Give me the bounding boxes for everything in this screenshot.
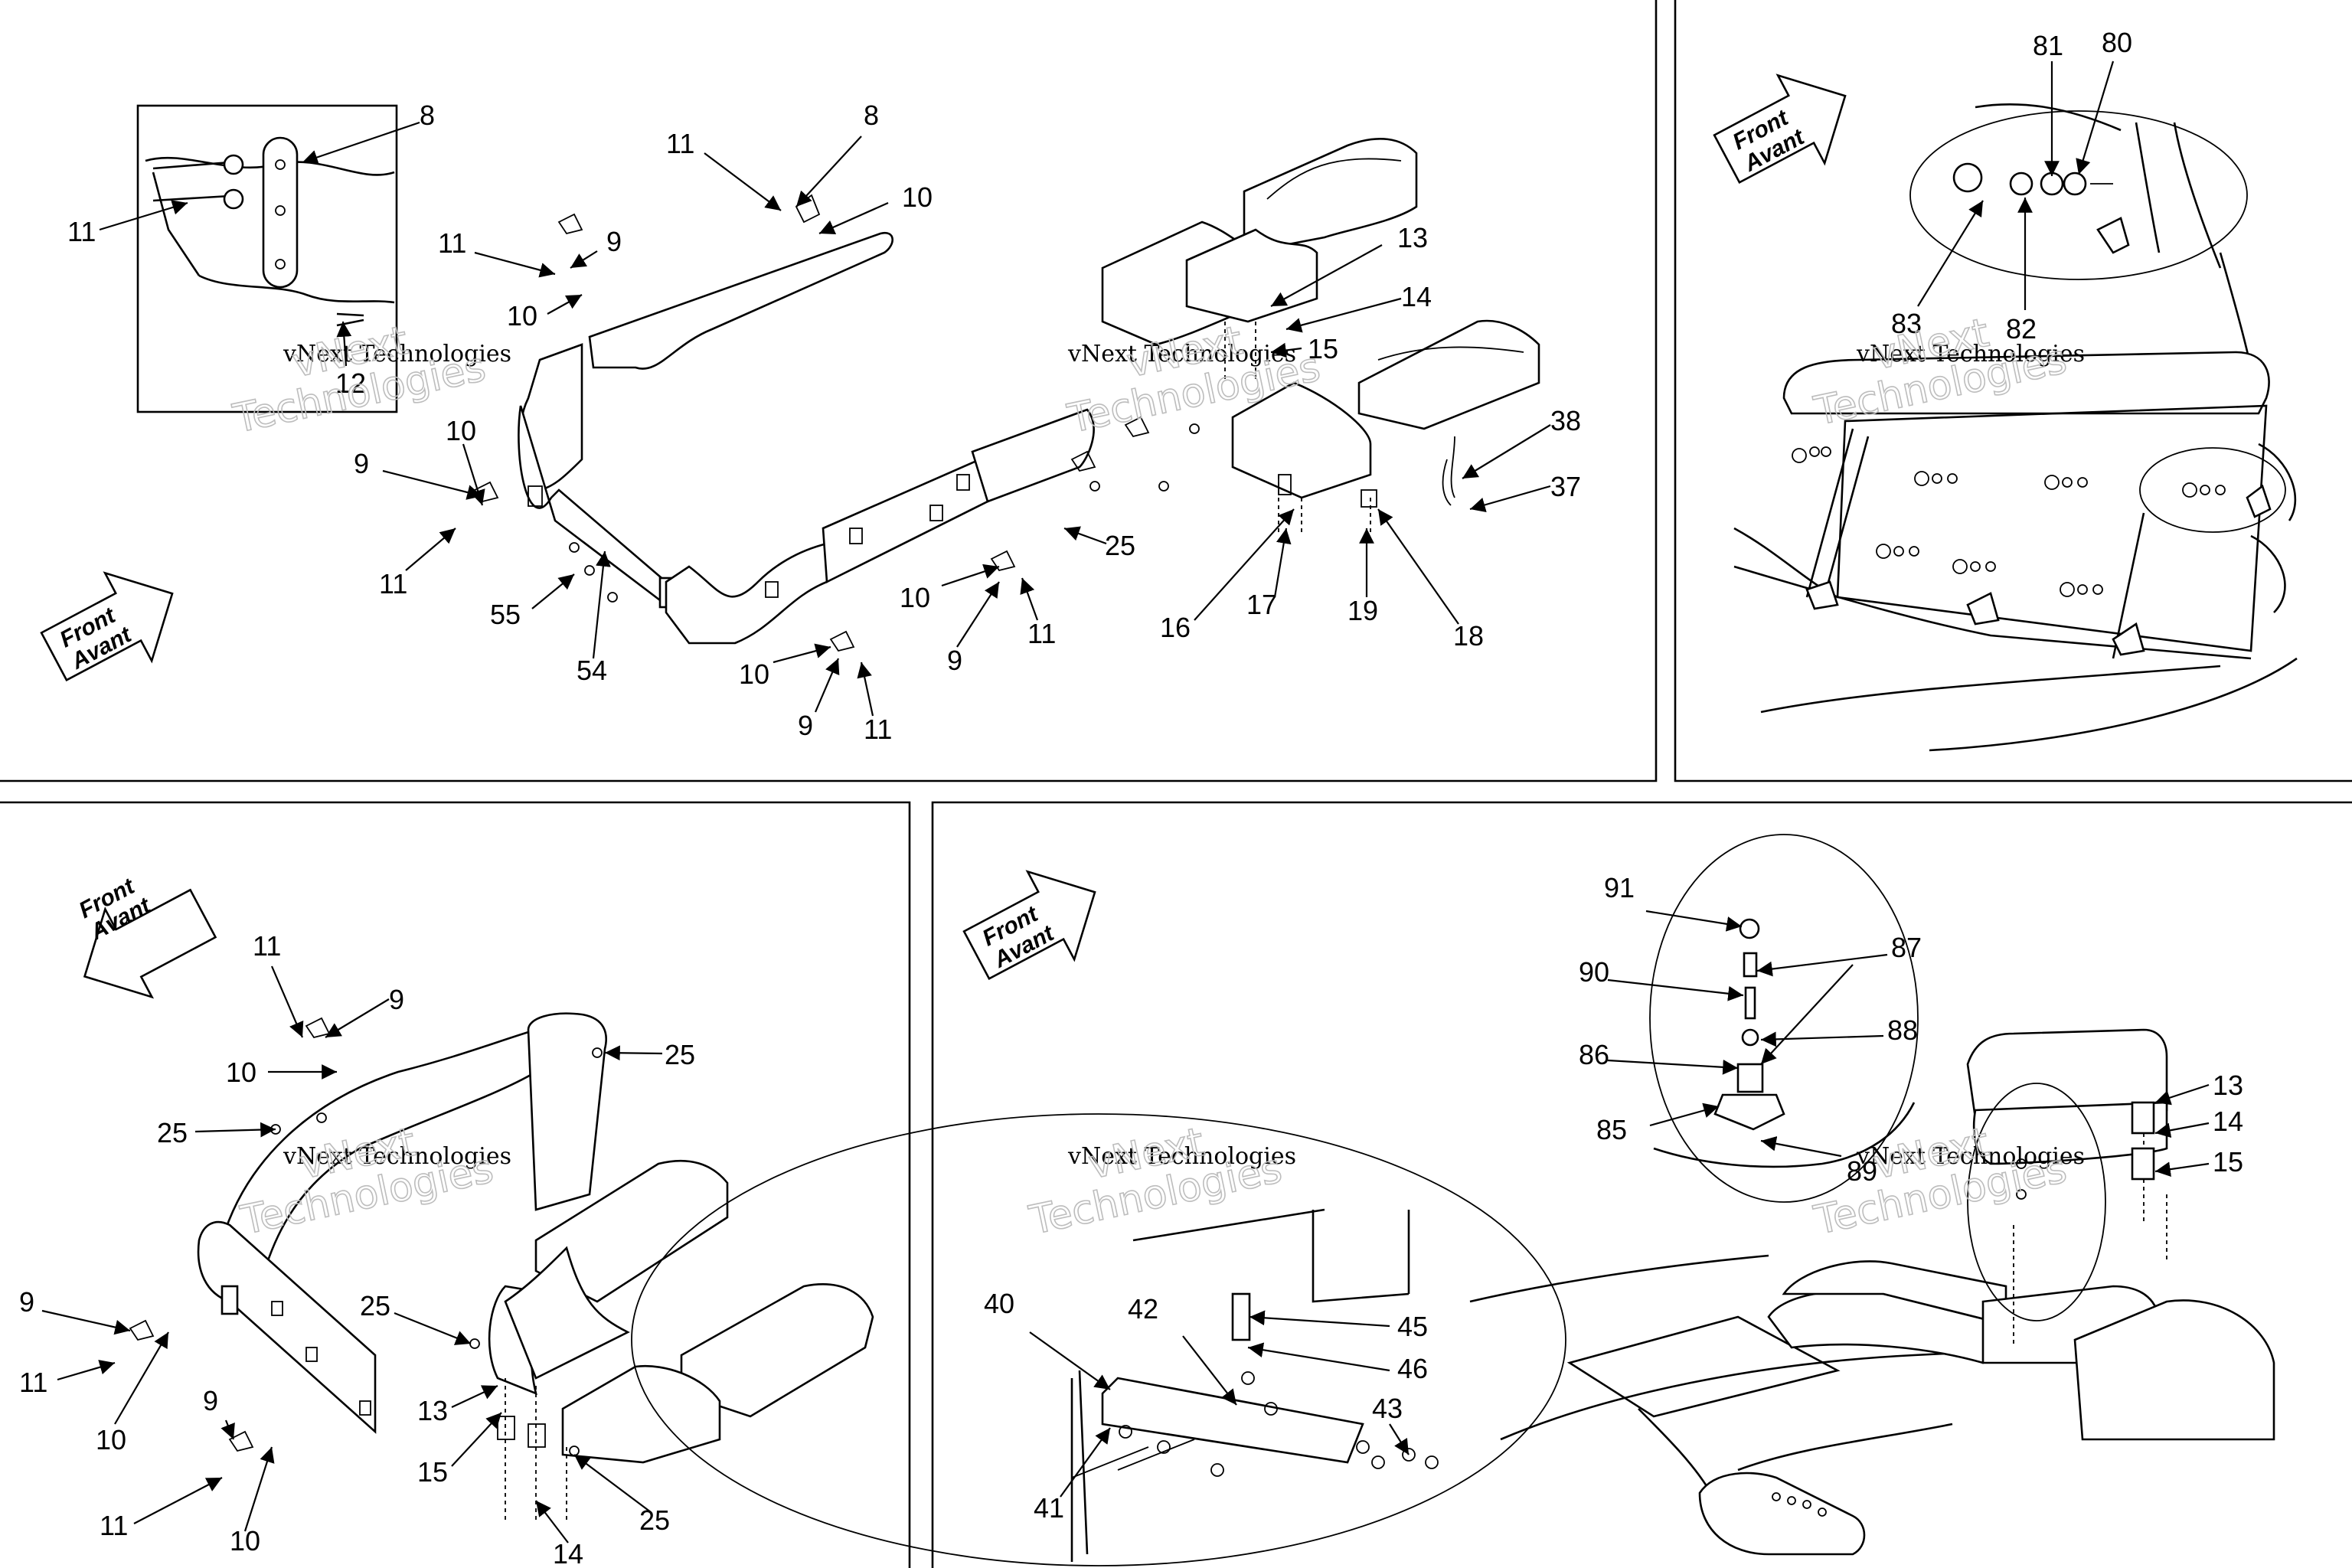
callout: 18 bbox=[1453, 620, 1484, 652]
callout: 10 bbox=[739, 658, 769, 690]
panel2-leaders bbox=[1917, 60, 2115, 310]
callout: 15 bbox=[2213, 1146, 2243, 1178]
callout: 90 bbox=[1579, 956, 1609, 988]
callout: 19 bbox=[1348, 595, 1378, 626]
callout: 15 bbox=[1308, 333, 1338, 364]
callout: 13 bbox=[1397, 222, 1428, 253]
callout: 45 bbox=[1397, 1311, 1428, 1342]
callout: 11 bbox=[100, 1510, 128, 1541]
callout: 17 bbox=[1246, 589, 1277, 620]
callout: 8 bbox=[864, 100, 879, 131]
callout: 88 bbox=[1887, 1014, 1918, 1046]
panel2-drawing bbox=[1733, 103, 2298, 752]
svg-text:vNext Technologies: vNext Technologies bbox=[1067, 341, 1296, 368]
callout: 15 bbox=[417, 1456, 448, 1488]
callout: 14 bbox=[2213, 1106, 2243, 1137]
callout: 81 bbox=[2033, 30, 2063, 61]
callout: 25 bbox=[1105, 530, 1135, 561]
callout: 38 bbox=[1550, 405, 1581, 436]
svg-text:vNext Technologies: vNext Technologies bbox=[283, 1143, 511, 1170]
callout: 11 bbox=[19, 1367, 47, 1398]
svg-text:vNext Technologies: vNext Technologies bbox=[1856, 341, 2085, 368]
callout: 11 bbox=[1027, 618, 1056, 649]
callout: 11 bbox=[253, 930, 281, 962]
callout: 55 bbox=[490, 599, 521, 630]
panel4-leaders bbox=[1029, 910, 2210, 1498]
watermark-1: vNext Technologies bbox=[283, 341, 511, 368]
front-arrow-panel2: Front Avant bbox=[1713, 74, 1847, 185]
callout: 89 bbox=[1847, 1155, 1877, 1187]
callout: 11 bbox=[438, 227, 466, 259]
callout: 25 bbox=[639, 1504, 670, 1536]
callout: 40 bbox=[984, 1288, 1014, 1319]
svg-text:vNext Technologies: vNext Technologies bbox=[1067, 1143, 1296, 1170]
callout: 83 bbox=[1891, 308, 1922, 339]
panel1-drawing bbox=[136, 104, 1540, 652]
callout: 46 bbox=[1397, 1353, 1428, 1384]
panel1-leaders bbox=[99, 121, 1551, 717]
callout: 16 bbox=[1160, 612, 1191, 643]
callout: 10 bbox=[446, 415, 476, 446]
callout: 82 bbox=[2006, 313, 2037, 345]
callout: 13 bbox=[2213, 1070, 2243, 1101]
callout: 9 bbox=[203, 1385, 218, 1416]
callout: 42 bbox=[1128, 1293, 1158, 1325]
watermark-2: vNext Technologies bbox=[1067, 341, 1296, 368]
callout: 9 bbox=[389, 984, 404, 1015]
callout: 10 bbox=[226, 1057, 256, 1088]
callout: 43 bbox=[1372, 1393, 1403, 1424]
callout: 25 bbox=[360, 1290, 390, 1321]
callout: 12 bbox=[335, 368, 366, 399]
callout: 9 bbox=[354, 448, 369, 479]
watermark-6: vNext Technologies bbox=[1856, 1143, 2085, 1170]
callout: 11 bbox=[67, 216, 96, 247]
callout: 25 bbox=[665, 1039, 695, 1070]
watermark-4: vNext Technologies bbox=[283, 1143, 511, 1170]
callout: 11 bbox=[379, 568, 407, 599]
callout: 80 bbox=[2102, 27, 2132, 58]
callout: 86 bbox=[1579, 1039, 1609, 1070]
callout: 8 bbox=[420, 100, 435, 131]
watermark-5: vNext Technologies bbox=[1067, 1143, 1296, 1170]
callout: 37 bbox=[1550, 471, 1581, 502]
callout: 10 bbox=[230, 1525, 260, 1557]
front-arrow-panel3 bbox=[83, 888, 217, 999]
callout: 10 bbox=[507, 300, 537, 332]
callout: 9 bbox=[19, 1286, 34, 1318]
callout: 11 bbox=[864, 714, 892, 745]
callout: 10 bbox=[96, 1424, 126, 1455]
front-arrow-panel1: Front Avant bbox=[40, 571, 174, 682]
callout: 9 bbox=[798, 710, 813, 741]
callout: 14 bbox=[1401, 281, 1432, 312]
callout: 10 bbox=[900, 582, 930, 613]
watermark-3: vNext Technologies bbox=[1856, 341, 2085, 368]
callout-labels: 8 11 12 8 11 10 11 9 10 13 14 15 38 37 9… bbox=[19, 27, 2243, 1568]
svg-text:vNext Technologies: vNext Technologies bbox=[283, 341, 511, 368]
callout: 9 bbox=[947, 645, 962, 676]
callout: 13 bbox=[417, 1395, 448, 1426]
panel4-drawing bbox=[631, 834, 2275, 1566]
callout: 25 bbox=[157, 1117, 188, 1148]
callout: 54 bbox=[577, 655, 607, 686]
callout: 41 bbox=[1034, 1492, 1064, 1524]
panel3-drawing bbox=[129, 1012, 874, 1524]
callout: 85 bbox=[1596, 1114, 1627, 1145]
callout: 9 bbox=[606, 226, 622, 257]
callout: 87 bbox=[1891, 932, 1922, 963]
callout: 91 bbox=[1604, 872, 1635, 903]
panel3-leaders bbox=[41, 965, 663, 1544]
callout: 10 bbox=[902, 181, 933, 213]
front-arrow-panel4: Front Avant bbox=[962, 870, 1096, 981]
svg-text:vNext Technologies: vNext Technologies bbox=[1856, 1143, 2085, 1170]
callout: 14 bbox=[553, 1538, 583, 1568]
callout: 11 bbox=[666, 128, 694, 159]
